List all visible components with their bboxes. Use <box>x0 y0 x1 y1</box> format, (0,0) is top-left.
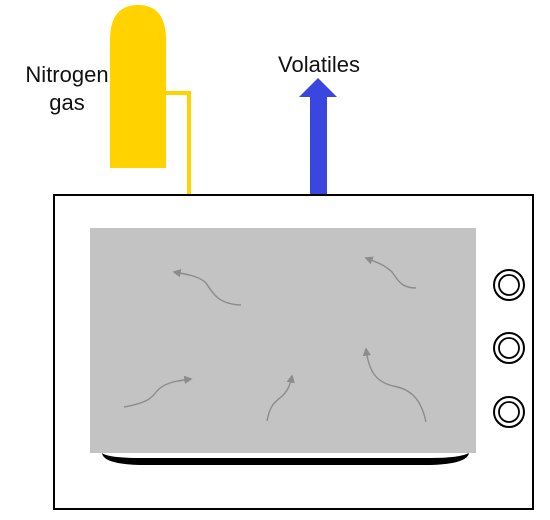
flow-arrow <box>364 256 417 289</box>
flow-arrow <box>266 374 295 422</box>
oven-tray <box>102 453 469 465</box>
oven-knob-inner <box>498 401 520 423</box>
nitrogen-gas-label: Nitrogen gas <box>12 61 122 117</box>
flow-arrow <box>123 375 193 408</box>
oven-knobs <box>493 269 525 428</box>
volatiles-label: Volatiles <box>278 52 360 77</box>
flow-arrow <box>172 268 242 306</box>
nitrogen-label-line2: gas <box>49 90 85 115</box>
oven-chamber <box>90 228 476 453</box>
oven-knob-inner <box>498 337 520 359</box>
oven-knob-inner <box>498 274 520 296</box>
airflow-arrows <box>123 256 427 423</box>
flow-arrow <box>362 347 427 423</box>
volatiles-arrow <box>299 78 337 196</box>
nitrogen-label-line1: Nitrogen <box>25 62 109 87</box>
gas-cylinder <box>110 5 166 168</box>
gas-pipe <box>166 91 191 195</box>
